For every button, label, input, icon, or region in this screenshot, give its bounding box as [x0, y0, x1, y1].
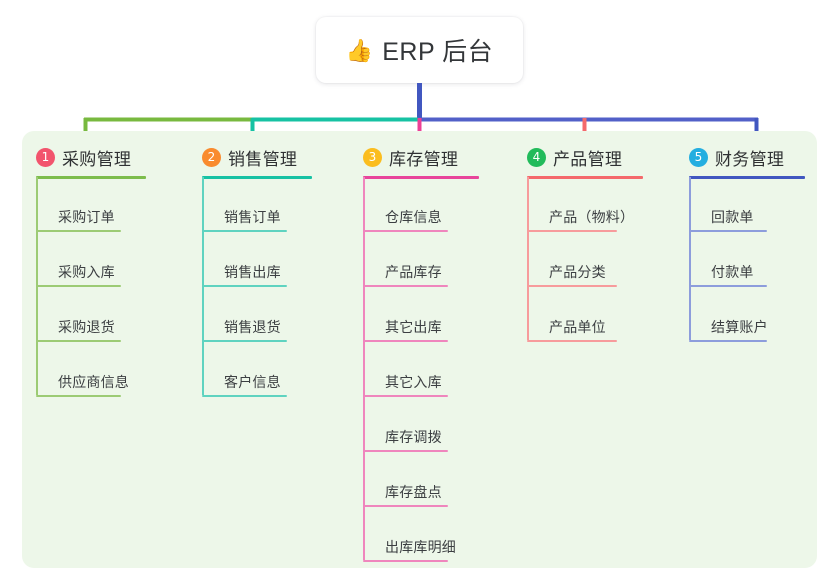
leaf-node-rule	[363, 340, 448, 342]
leaf-node-label: 产品分类	[549, 264, 606, 280]
column-badge-5: 5	[689, 148, 708, 167]
column-header-3[interactable]: 3 库存管理	[363, 145, 458, 170]
column-rule-5	[689, 176, 805, 179]
leaf-node-rule	[36, 340, 121, 342]
leaf-node-rule	[527, 340, 617, 342]
leaf-node-label: 库存盘点	[385, 484, 442, 500]
column-rule-1	[36, 176, 146, 179]
column-badge-4: 4	[527, 148, 546, 167]
leaf-node-rule	[202, 285, 287, 287]
leaf-node-label: 结算账户	[711, 319, 768, 335]
column-rail-4	[527, 177, 529, 340]
leaf-node-label: 产品库存	[385, 264, 442, 280]
column-rule-4	[527, 176, 643, 179]
column-rail-3	[363, 177, 365, 560]
column-title-4: 产品管理	[553, 150, 623, 169]
leaf-node-rule	[363, 230, 448, 232]
leaf-node-label: 采购入库	[58, 264, 115, 280]
leaf-node-rule	[363, 560, 448, 562]
leaf-node-label: 仓库信息	[385, 209, 442, 225]
column-header-4[interactable]: 4 产品管理	[527, 145, 622, 170]
column-rule-2	[202, 176, 312, 179]
leaf-node-label: 其它出库	[385, 319, 442, 335]
leaf-node-label: 其它入库	[385, 374, 442, 390]
column-title-5: 财务管理	[715, 150, 785, 169]
leaf-node-rule	[202, 230, 287, 232]
leaf-node-rule	[689, 340, 767, 342]
leaf-node-label: 客户信息	[224, 374, 281, 390]
leaf-node-rule	[363, 395, 448, 397]
leaf-node-label: 销售订单	[224, 209, 281, 225]
leaf-node-label: 供应商信息	[58, 374, 129, 390]
leaf-node-label: 回款单	[711, 209, 754, 225]
leaf-node-label: 付款单	[711, 264, 754, 280]
leaf-node-rule	[202, 395, 287, 397]
column-header-1[interactable]: 1 采购管理	[36, 145, 131, 170]
leaf-node-rule	[689, 285, 767, 287]
leaf-node-label: 产品单位	[549, 319, 606, 335]
column-rail-5	[689, 177, 691, 340]
column-badge-1: 1	[36, 148, 55, 167]
leaf-node-label: 销售出库	[224, 264, 281, 280]
leaf-node-rule	[363, 450, 448, 452]
leaf-node-label: 产品（物料）	[549, 209, 635, 225]
leaf-node-label: 库存调拨	[385, 429, 442, 445]
thumbs-up-icon: 👍	[345, 38, 374, 63]
leaf-node-label: 销售退货	[224, 319, 281, 335]
column-badge-3: 3	[363, 148, 382, 167]
column-title-1: 采购管理	[62, 150, 132, 169]
leaf-node-rule	[36, 285, 121, 287]
leaf-node-rule	[363, 505, 448, 507]
leaf-node-rule	[689, 230, 767, 232]
leaf-node-rule	[36, 230, 121, 232]
leaf-node-label: 采购退货	[58, 319, 115, 335]
leaf-node-label: 采购订单	[58, 209, 115, 225]
column-badge-2: 2	[202, 148, 221, 167]
leaf-node-rule	[36, 395, 121, 397]
diagram-panel: 1 采购管理采购订单采购入库采购退货供应商信息 2 销售管理销售订单销售出库销售退货客…	[22, 131, 817, 568]
column-title-3: 库存管理	[389, 150, 459, 169]
leaf-node-rule	[527, 285, 617, 287]
leaf-node-rule	[527, 230, 617, 232]
root-node-card[interactable]: 👍 ERP 后台	[316, 17, 523, 83]
leaf-node-rule	[363, 285, 448, 287]
column-header-2[interactable]: 2 销售管理	[202, 145, 297, 170]
column-header-5[interactable]: 5 财务管理	[689, 145, 784, 170]
leaf-node-label: 出库库明细	[385, 539, 456, 555]
column-title-2: 销售管理	[228, 150, 298, 169]
root-node-title: ERP 后台	[382, 38, 494, 66]
leaf-node-rule	[202, 340, 287, 342]
column-rule-3	[363, 176, 479, 179]
